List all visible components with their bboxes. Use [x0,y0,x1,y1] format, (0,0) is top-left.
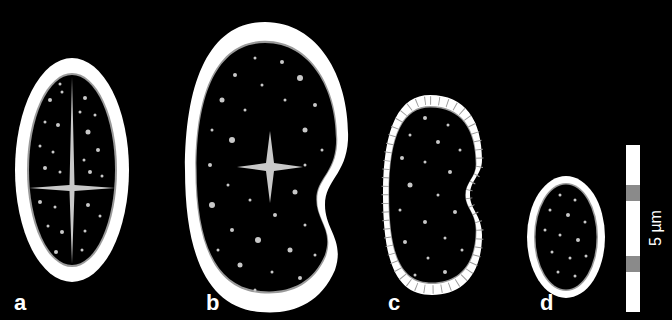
panel-letter: d [540,292,553,314]
scale-label: 5 µm [648,210,664,246]
scale-bar [626,145,640,312]
panel-letter: a [14,292,26,314]
spore-c [383,95,482,295]
spore-a [15,58,129,282]
panel-letter: c [388,292,400,314]
panel-letter: b [206,292,219,314]
spore-b [185,22,348,313]
spore-d [527,176,605,298]
